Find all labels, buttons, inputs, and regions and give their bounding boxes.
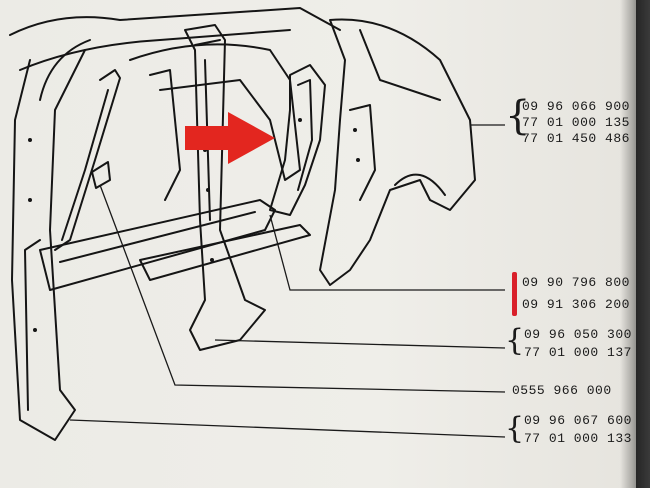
door-strip [54,69,121,251]
part-number: 09 91 306 200 [522,297,630,312]
leader-group3 [214,339,506,349]
roof-line [9,7,341,36]
part-number: 09 96 050 300 [524,327,632,342]
part-number: 0555 966 000 [512,383,612,398]
catalog-page [0,0,636,488]
bracket [91,161,111,189]
leader-group2 [269,214,505,291]
b-pillar [184,24,266,351]
part-number: 09 96 066 900 [522,99,630,114]
page-edge [620,0,650,488]
brace-group3: { [505,323,525,358]
brace-group5: { [505,411,525,446]
part-number: 77 01 450 486 [522,131,630,146]
part-number: 77 01 000 135 [522,115,630,130]
part-number: 09 96 067 600 [524,413,632,428]
leader-single [99,184,506,393]
red-arrow-icon [185,112,275,164]
brace-group1: { [505,93,531,139]
rear-quarter [319,18,476,286]
highlight-bar-icon [512,272,517,316]
part-number: 77 01 000 133 [524,431,632,446]
a-pillar [11,49,86,441]
part-number: 77 01 000 137 [524,345,632,360]
leader-group5 [69,419,506,438]
center-frame [129,43,301,181]
sill [39,199,276,291]
c-pillar-panel [269,64,326,216]
part-number: 09 90 796 800 [522,275,630,290]
